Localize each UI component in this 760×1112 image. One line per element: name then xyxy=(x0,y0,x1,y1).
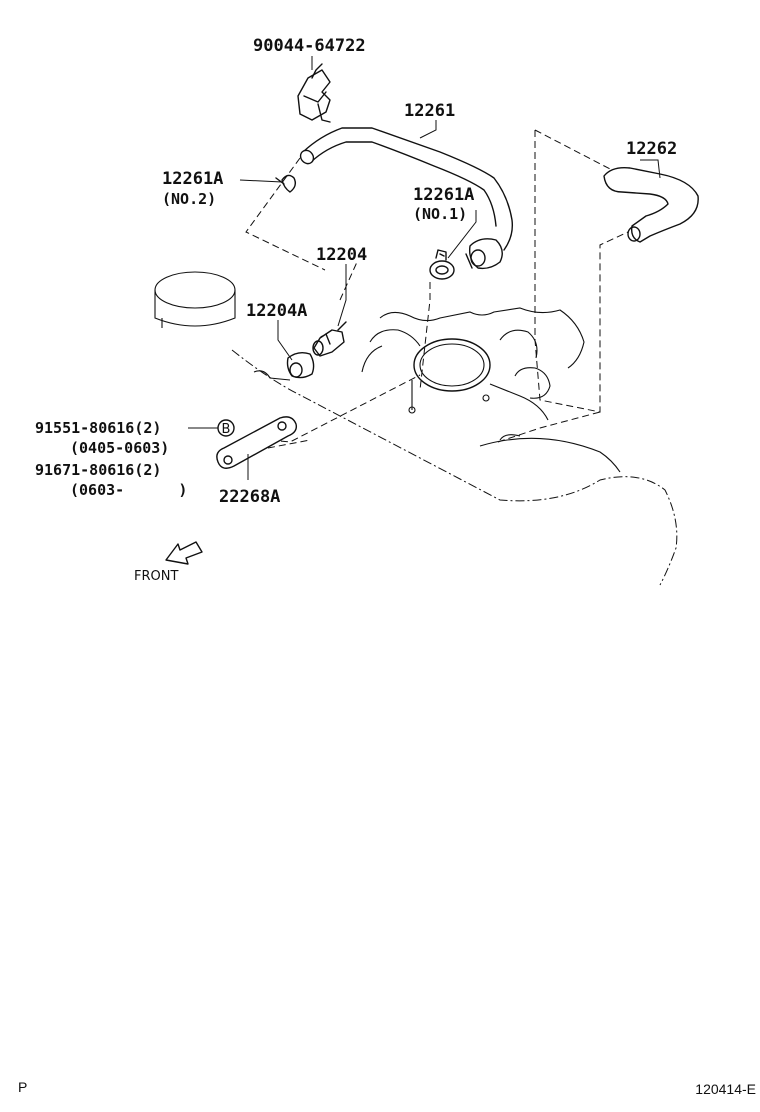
callout-clamp-no1-tag: (NO.1) xyxy=(413,205,467,223)
engine-outline xyxy=(154,271,678,586)
callout-bolt1-range: (0405-0603) xyxy=(70,439,169,457)
leader-lines xyxy=(188,56,661,480)
callout-clamp-no2: 12261A xyxy=(162,169,223,189)
footer-left: P xyxy=(18,1079,27,1095)
mount-boundary-line xyxy=(231,349,678,586)
bolt-marker-letter: B xyxy=(222,422,231,437)
callout-hose-right: 12262 xyxy=(626,139,677,159)
bracket-part[interactable] xyxy=(216,416,298,469)
callout-bolt1-part: 91551-80616(2) xyxy=(35,419,161,437)
air-cleaner-outline xyxy=(154,271,236,328)
callout-bolt2-part: 91671-80616(2) xyxy=(35,461,161,479)
callout-clip: 90044-64722 xyxy=(253,36,366,56)
callout-hose: 12261 xyxy=(404,101,455,121)
footer-right: 120414-E xyxy=(695,1081,756,1097)
callout-clamp-no2-tag: (NO.2) xyxy=(162,190,216,208)
hose-clip-part[interactable] xyxy=(297,63,331,123)
pcv-valve-part[interactable] xyxy=(312,321,347,357)
front-label: FRONT xyxy=(134,569,178,584)
assembly-lines xyxy=(245,129,629,449)
front-arrow-icon xyxy=(165,541,203,565)
callout-clamp-no1: 12261A xyxy=(413,185,474,205)
callout-grommet: 12204A xyxy=(246,301,307,321)
ventilation-hose-part[interactable] xyxy=(298,127,514,270)
grommet-part[interactable] xyxy=(286,351,315,379)
clamp-no2-part[interactable] xyxy=(275,174,297,193)
callout-pcv-valve: 12204 xyxy=(316,245,367,265)
throttle-body-outline xyxy=(253,307,585,421)
ventilation-hose-2-part[interactable] xyxy=(603,166,699,243)
clamp-no1-part[interactable] xyxy=(429,249,455,280)
callout-bracket: 22268A xyxy=(219,487,280,507)
callout-bolt2-range: (0603- ) xyxy=(70,481,187,499)
